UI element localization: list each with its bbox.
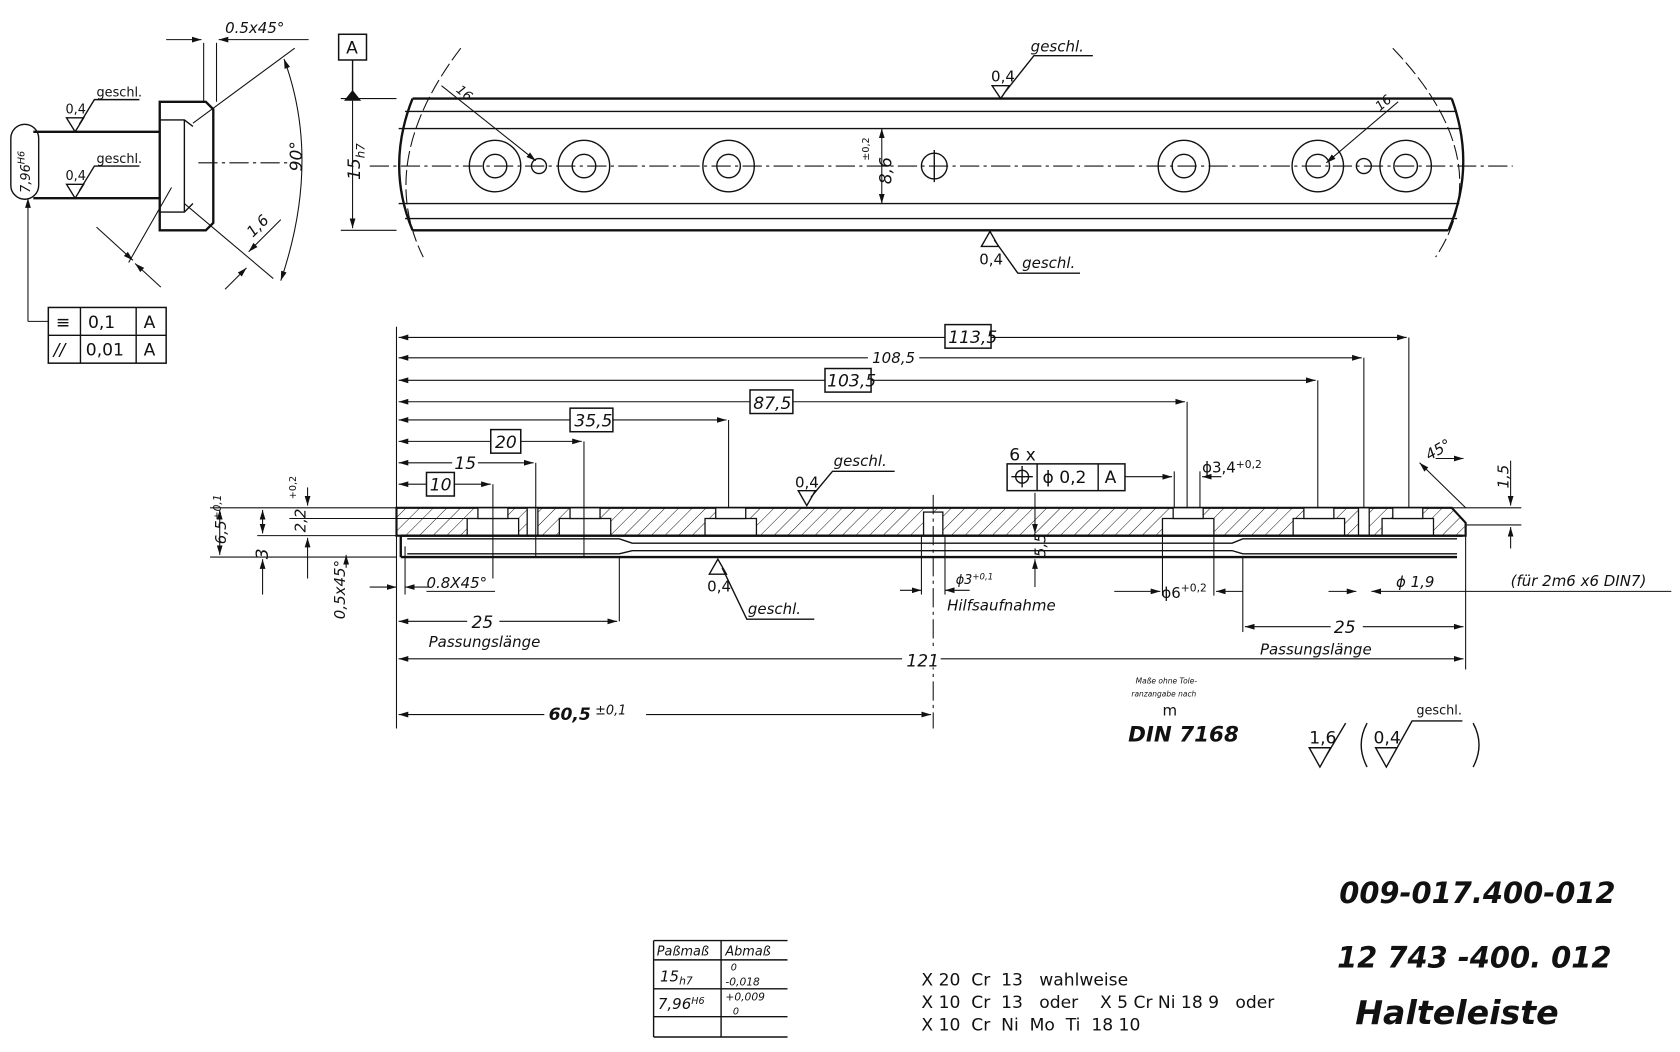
fit-label-left: Passungslänge — [429, 633, 541, 651]
table-header-size: Paßmaß — [657, 945, 709, 960]
top-view-finish-top: geschl. — [1031, 37, 1084, 55]
tolerance-note-line1: Maße ohne Tole- — [1136, 676, 1198, 685]
surface-paren: 0,4 — [1373, 728, 1400, 748]
section-finish-bottom: geschl. — [748, 600, 801, 618]
material-line3: X 10 Cr Ni Mo Ti 18 10 — [921, 1016, 1140, 1036]
dia-1-9: ϕ 1,9 — [1396, 573, 1434, 591]
symmetry-datum: A — [144, 313, 156, 333]
material-line1: X 20 Cr 13 wahlweise — [921, 971, 1128, 991]
dim-103-5: 103,5 — [827, 372, 876, 392]
position-count: 6 x — [1009, 446, 1035, 466]
drawing-number: 009-017.400-012 — [1339, 876, 1615, 910]
surface-main: 1,6 — [1309, 728, 1336, 748]
section-roughness-top: 0,4 — [795, 473, 819, 491]
height-1-5: 1,5 — [1494, 465, 1512, 489]
height-2-2: 2,2 — [291, 509, 309, 533]
dim-10: 10 — [430, 476, 452, 496]
finish-top: geschl. — [97, 85, 143, 100]
width-label: 1,6 — [243, 211, 273, 241]
finish-bottom: geschl. — [97, 152, 143, 167]
detail-view: 0.5x45° 90° 1,6 7,96H6 0,4 geschl. 0,4 g… — [10, 19, 309, 364]
chamfer-bore: 0.8X45° — [426, 574, 487, 592]
bore-dimension-pill — [10, 123, 40, 200]
height-3: 3 — [253, 548, 273, 559]
material-line2: X 10 Cr 13 oder X 5 Cr Ni 18 9 oder — [921, 993, 1275, 1013]
dim-35-5: 35,5 — [574, 411, 612, 431]
datum-label: A — [346, 39, 358, 59]
fit-label-right: Passungslänge — [1260, 641, 1372, 659]
height-6-5: 6,5±0,1 — [211, 494, 230, 544]
top-view-roughness-bottom: 0,4 — [979, 251, 1003, 269]
table-row-2-lower: 0 — [733, 1007, 739, 1018]
center-tolerance: ±0,2 — [861, 137, 872, 160]
top-view-roughness-top: 0,4 — [991, 67, 1015, 85]
aux-label: Hilfsaufnahme — [947, 597, 1056, 615]
dim-121: 121 — [906, 651, 939, 671]
part-title: Halteleiste — [1355, 993, 1558, 1032]
center-dimension: 8,6 — [876, 157, 896, 184]
table-header-deviation: Abmaß — [724, 945, 770, 960]
fit-length-left: 25 — [471, 613, 493, 633]
tolerance-frame: ≡ 0,1 A // 0,01 A — [47, 306, 167, 364]
height-2-2-tolerance: +0,2 — [288, 476, 299, 499]
table-row-2-size: 7,96H6 — [658, 995, 705, 1013]
dim-87-5: 87,5 — [753, 394, 791, 414]
surface-finish: geschl. — [1416, 704, 1462, 719]
chamfer-left: 0,5x45° — [331, 560, 349, 619]
fit-table: Paßmaß Abmaß 15h7 0 -0,018 7,96H6 +0,009… — [652, 939, 788, 1038]
table-row-1-lower: -0,018 — [725, 976, 760, 989]
dia-3: ϕ3+0,1 — [956, 573, 993, 588]
position-tolerance-frame: ϕ 0,2 A — [1006, 463, 1126, 492]
top-view: 16 16 A 15h7 8,6 ±0,2 0,4 geschl. 0,4 ge… — [337, 33, 1513, 274]
tolerance-standard: DIN 7168 — [1128, 722, 1239, 747]
pin-note: (für 2m6 x6 DIN7) — [1511, 572, 1647, 590]
part-number: 12 743 -400. 012 — [1337, 940, 1611, 974]
table-row-2-upper: +0,009 — [725, 991, 765, 1004]
mounting-holes — [468, 139, 1433, 193]
title-block: 009-017.400-012 12 743 -400. 012 Haltele… — [1337, 876, 1615, 1032]
tolerance-note-line2: ranzangabe nach — [1131, 689, 1196, 698]
material-spec: X 20 Cr 13 wahlweise X 10 Cr 13 oder X 5… — [921, 971, 1275, 1036]
general-surface-symbol: 1,6 0,4 geschl. — [1308, 704, 1480, 769]
position-value: ϕ 0,2 — [1042, 468, 1086, 488]
symmetry-symbol: ≡ — [56, 313, 70, 333]
height-label: 15h7 — [345, 143, 367, 180]
section-view: 113,5 108,5 103,5 87,5 35,5 20 15 10 121… — [210, 323, 1672, 729]
angle-label: 90° — [287, 141, 307, 171]
roughness-top: 0,4 — [65, 103, 85, 118]
bore-label: 7,96H6 — [17, 151, 34, 193]
dia-3-4: ϕ3,4+0,2 — [1202, 458, 1262, 476]
section-roughness-bottom: 0,4 — [707, 577, 731, 595]
dim-15: 15 — [454, 454, 476, 474]
general-tolerance-note: Maße ohne Tole- ranzangabe nach m DIN 71… — [1128, 676, 1239, 747]
section-finish-top: geschl. — [834, 452, 887, 470]
symmetry-value: 0,1 — [88, 313, 115, 333]
position-datum: A — [1105, 468, 1117, 488]
fit-length-right: 25 — [1334, 618, 1356, 638]
angle-45: 45° — [1422, 435, 1454, 464]
parallelism-value: 0,01 — [86, 341, 124, 361]
roughness-bottom: 0,4 — [65, 169, 85, 184]
radius-left: 16 — [453, 83, 475, 105]
dim-60-5: 60,5±0,1 — [549, 704, 627, 725]
dim-20: 20 — [495, 433, 517, 453]
tolerance-class: m — [1162, 702, 1177, 720]
dim-113-5: 113,5 — [948, 328, 997, 348]
dia-6: ϕ6+0,2 — [1161, 581, 1206, 601]
top-view-finish-bottom: geschl. — [1022, 254, 1075, 272]
parallelism-symbol: // — [52, 341, 68, 361]
table-row-1-upper: 0 — [731, 963, 737, 974]
parallelism-datum: A — [144, 341, 156, 361]
height-5-5: 5,5 — [1032, 533, 1050, 557]
table-row-1-size: 15h7 — [660, 967, 693, 987]
chamfer-label: 0.5x45° — [225, 19, 284, 37]
datum-box — [337, 33, 368, 61]
dim-108-5: 108,5 — [872, 349, 915, 367]
